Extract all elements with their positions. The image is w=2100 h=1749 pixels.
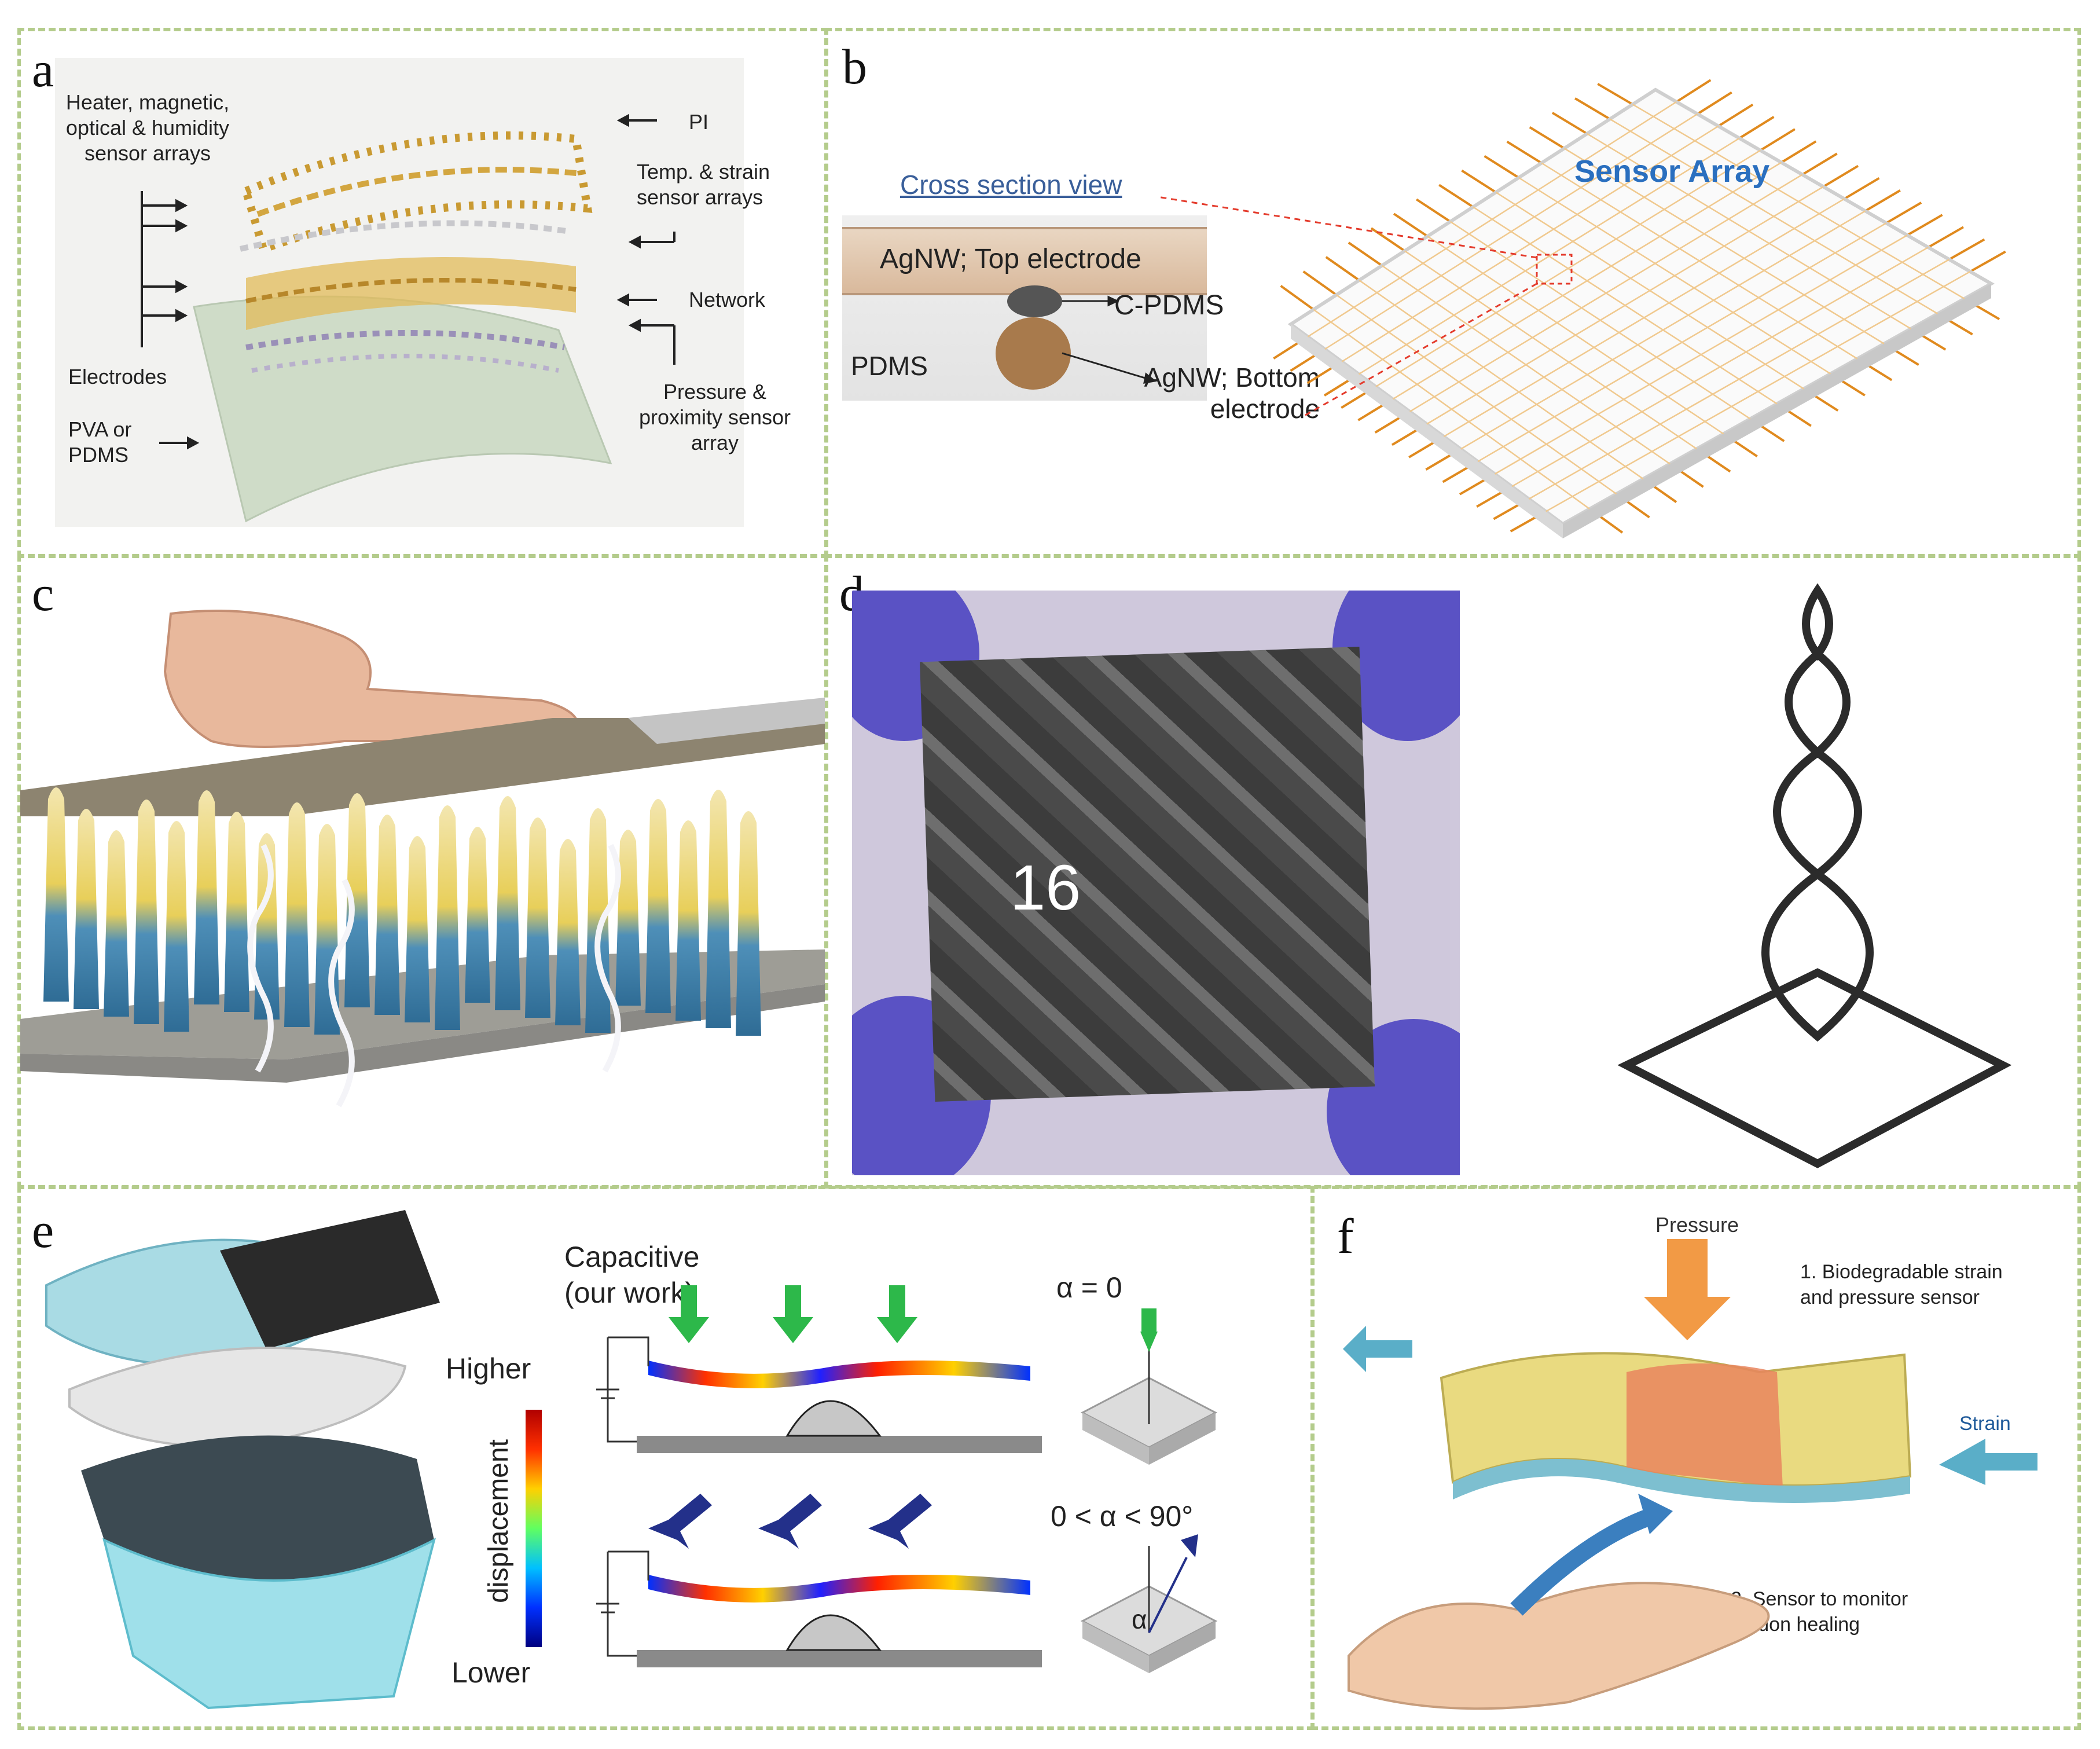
panel-e-skin-illustration [45, 1210, 440, 1710]
panel-f-frame [1311, 1186, 2081, 1730]
panel-c-illustration [20, 610, 825, 1108]
displacement-label: displacement [483, 1439, 514, 1603]
panel-c-label: c [32, 566, 54, 621]
bottom-electrode-label: AgNW; Bottom electrode [1144, 362, 1320, 424]
kirigami-lifted-structure [1617, 583, 2012, 1168]
kirigami-sheet [919, 646, 1375, 1102]
higher-label: Higher [446, 1352, 531, 1385]
cross-section-pointers [1062, 295, 1157, 384]
note-biodegradable-sensor: 1. Biodegradable strain and pressure sen… [1800, 1261, 2003, 1308]
sensor-array-illustration [1157, 79, 2006, 538]
label-heater-arrays: Heater, magnetic, optical & humidity sen… [65, 90, 230, 165]
top-electrode-label: AgNW; Top electrode [880, 244, 1141, 274]
sensor-array-title: Sensor Array [1574, 154, 1770, 189]
panel-b-label: b [842, 39, 867, 94]
kirigami-photo [852, 591, 1460, 1175]
label-temp-strain: Temp. & strain sensor arrays [637, 160, 770, 209]
label-electrodes: Electrodes [68, 365, 167, 388]
pressure-label: Pressure [1655, 1213, 1739, 1237]
panel-a-label: a [32, 42, 54, 97]
strain-label: Strain [1959, 1413, 2011, 1435]
cross-section-title: Cross section view [900, 170, 1122, 200]
alpha-symbol: α [1132, 1604, 1147, 1634]
panel-a-layer-stack [141, 113, 675, 523]
capacitive-diagram [596, 1285, 1042, 1667]
alpha-range-label: 0 < α < 90° [1051, 1500, 1194, 1532]
panel-f-label: f [1337, 1208, 1354, 1264]
capacitive-label: Capacitive (our work) [564, 1241, 700, 1309]
label-network: Network [689, 288, 766, 311]
pdms-label: PDMS [851, 351, 928, 381]
overlay-number: 16 [1010, 852, 1081, 923]
label-pi: PI [689, 110, 709, 134]
panel-e-label: e [32, 1202, 54, 1258]
bottom-electrode-circle [996, 317, 1071, 390]
cpdms-ellipse [1007, 285, 1062, 317]
alpha-zero-label: α = 0 [1056, 1271, 1122, 1304]
lower-label: Lower [451, 1656, 531, 1689]
displacement-colorbar [526, 1410, 542, 1647]
sensor-cube-icons [1080, 1308, 1218, 1673]
panel-f-illustration [1343, 1239, 2037, 1710]
label-pressure-proximity: Pressure & proximity sensor array [638, 380, 791, 454]
cpdms-label: C-PDMS [1114, 290, 1224, 321]
label-pva-pdms: PVA or PDMS [68, 417, 132, 467]
